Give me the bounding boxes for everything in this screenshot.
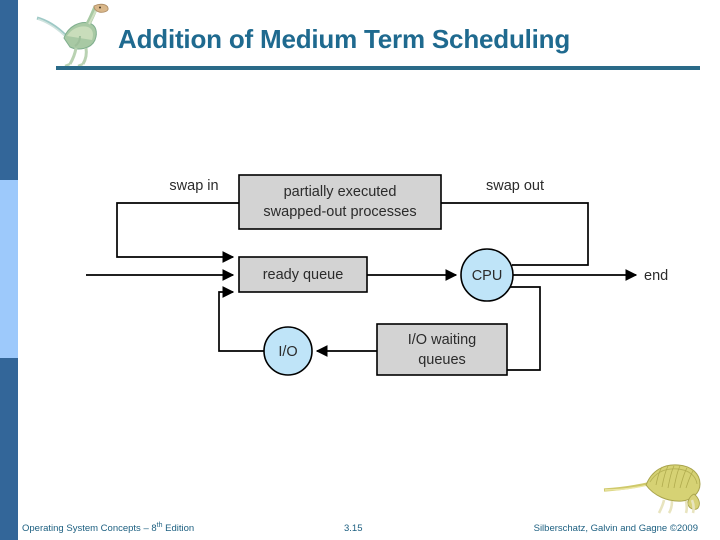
node-io-waiting-queues <box>376 323 508 376</box>
gallimimus-dinosaur-logo <box>36 3 109 68</box>
page-title: Addition of Medium Term Scheduling <box>118 24 571 54</box>
node-swapped-out-processes-label-line1: partially executed <box>284 184 397 200</box>
node-io <box>263 326 313 376</box>
node-ready-queue <box>238 256 368 293</box>
node-cpu-label: CPU <box>472 268 503 284</box>
medium-term-scheduling-flowchart: partially executed swapped-out processes… <box>0 140 720 400</box>
edge-label-swap-out: swap out <box>486 178 544 194</box>
node-io-waiting-queues-label-line1: I/O waiting <box>408 332 477 348</box>
edge-swap-out <box>441 202 589 266</box>
title-underline-rule <box>56 66 700 70</box>
slide-footer: Operating System Concepts – 8th Edition … <box>0 464 720 540</box>
footer-edition-ordinal: th <box>156 521 163 529</box>
rail-segment-middle <box>0 180 18 358</box>
dimetrodon-dinosaur-logo <box>603 464 701 514</box>
edge-cpu-to-io-waiting-queues <box>507 286 541 371</box>
footer-page-number: 3.15 <box>344 523 363 534</box>
node-swapped-out-processes-label-line2: swapped-out processes <box>263 204 416 220</box>
rail-segment-top <box>0 0 18 180</box>
node-swapped-out-processes <box>238 174 442 230</box>
edge-label-end: end <box>644 268 668 284</box>
node-io-label: I/O <box>278 344 297 360</box>
node-ready-queue-label: ready queue <box>263 267 344 283</box>
edge-io-to-ready-queue <box>218 286 265 352</box>
slide-header: Addition of Medium Term Scheduling <box>18 0 720 78</box>
rail-segment-bottom <box>0 358 18 540</box>
edge-label-swap-in: swap in <box>169 178 218 194</box>
footer-edition-text: Operating System Concepts – 8th Edition <box>22 522 194 534</box>
node-cpu <box>460 248 514 302</box>
footer-edition-pre: Operating System Concepts – 8 <box>22 523 157 534</box>
footer-edition-post: Edition <box>162 523 195 534</box>
left-decorative-rail <box>0 0 18 540</box>
footer-credit-text: Silberschatz, Galvin and Gagne ©2009 <box>533 523 698 534</box>
node-io-waiting-queues-label-line2: queues <box>418 352 466 368</box>
edge-swap-in <box>116 202 239 263</box>
